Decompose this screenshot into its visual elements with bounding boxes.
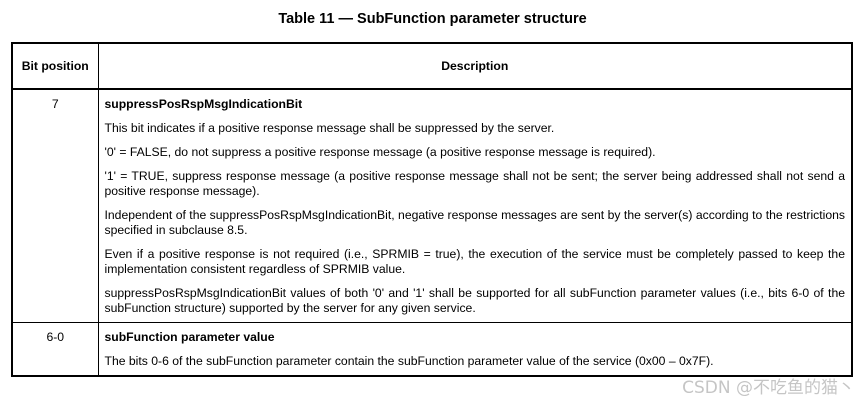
bit-cell: 7 — [11, 88, 99, 323]
bit-cell: 6-0 — [11, 322, 99, 377]
description-paragraph: Even if a positive response is not requi… — [104, 247, 846, 276]
description-paragraph: Independent of the suppressPosRspMsgIndi… — [104, 208, 846, 237]
watermark: CSDN @不吃鱼的猫丶 — [682, 378, 855, 398]
description-cell: suppressPosRspMsgIndicationBit This bit … — [97, 88, 853, 323]
table-title: Table 11 — SubFunction parameter structu… — [278, 11, 587, 27]
description-paragraph: '0' = FALSE, do not suppress a positive … — [104, 145, 656, 159]
table-row: 7 suppressPosRspMsgIndicationBit This bi… — [11, 88, 853, 323]
description-paragraph: '1' = TRUE, suppress response message (a… — [104, 169, 846, 198]
description-paragraph: This bit indicates if a positive respons… — [104, 121, 555, 135]
description-paragraph: The bits 0-6 of the subFunction paramete… — [104, 354, 714, 368]
parameter-name: subFunction parameter value — [104, 330, 275, 344]
header-bit-position: Bit position — [11, 42, 99, 90]
table-row: 6-0 subFunction parameter value The bits… — [11, 322, 853, 377]
subfunction-table: Bit position Description 7 suppressPosRs… — [11, 42, 853, 377]
table-header-row: Bit position Description — [11, 42, 853, 90]
description-cell: subFunction parameter value The bits 0-6… — [97, 322, 853, 377]
parameter-name: suppressPosRspMsgIndicationBit — [104, 97, 303, 111]
header-description: Description — [97, 42, 853, 90]
description-paragraph: suppressPosRspMsgIndicationBit values of… — [104, 286, 846, 315]
